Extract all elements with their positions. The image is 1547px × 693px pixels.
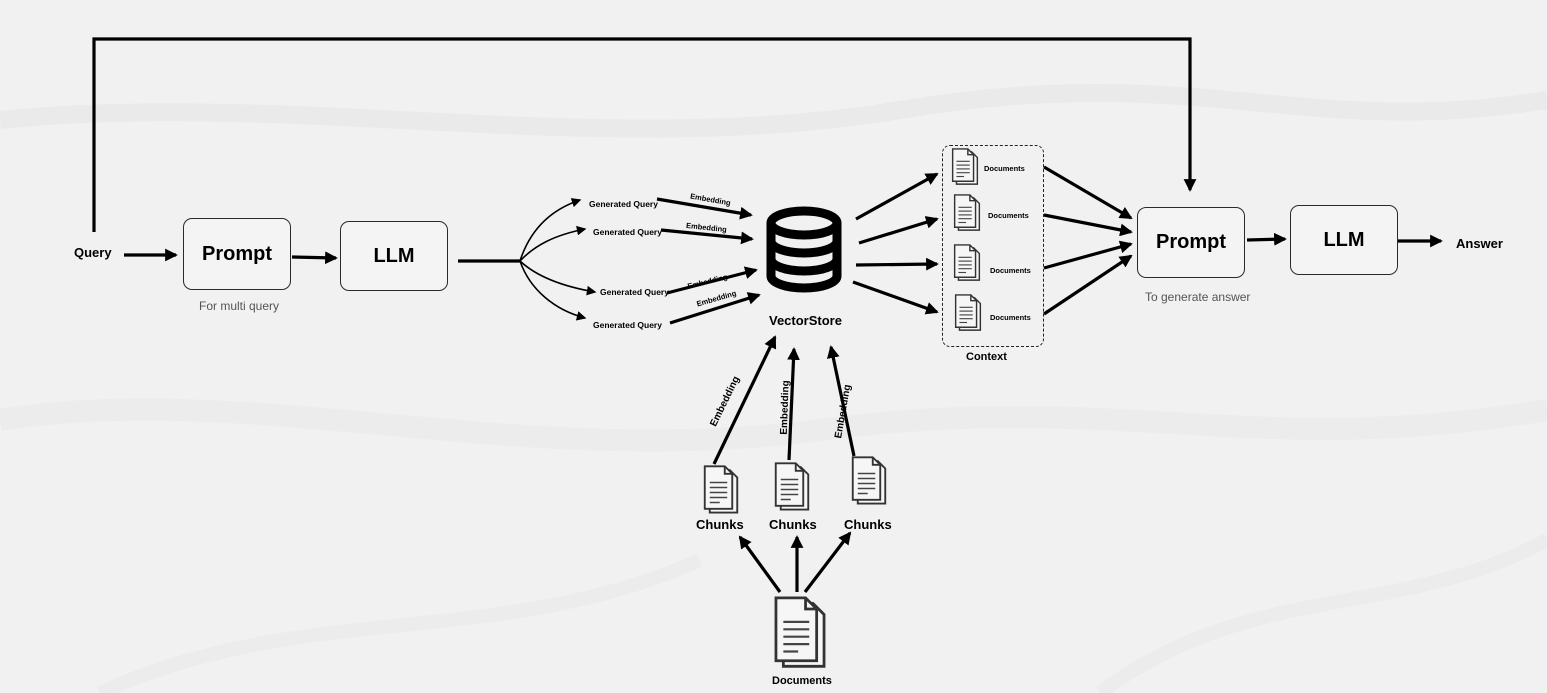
arrow-vs-doc2 xyxy=(858,216,939,245)
prompt-box-answer: Prompt xyxy=(1137,207,1245,278)
context-group xyxy=(942,145,1044,347)
generated-query-label: Generated Query xyxy=(600,287,669,297)
arrow-chunk1-vs xyxy=(712,335,777,465)
connector-arrows xyxy=(92,37,1443,593)
document-label: Documents xyxy=(990,313,1031,322)
answer-label: Answer xyxy=(1456,236,1503,251)
arrow-doc4-prompt xyxy=(1043,254,1133,316)
documents-stack-icon xyxy=(774,596,826,668)
documents-source-label: Documents xyxy=(772,675,832,687)
chunks-label: Chunks xyxy=(696,517,744,532)
fan-out-query-1 xyxy=(519,198,582,262)
arrow-embed-q2 xyxy=(660,228,754,245)
arrow-docs-chunk1 xyxy=(738,535,782,593)
generated-query-label: Generated Query xyxy=(589,199,658,209)
generated-query-label: Generated Query xyxy=(593,227,662,237)
arrow-embed-q4 xyxy=(669,292,761,325)
context-label: Context xyxy=(966,351,1007,363)
document-icon xyxy=(703,465,739,514)
fan-out-query-3 xyxy=(519,260,597,296)
arrow-vs-doc1 xyxy=(855,172,939,221)
query-label: Query xyxy=(74,245,112,260)
prompt-caption: To generate answer xyxy=(1145,290,1251,304)
generated-query-label: Generated Query xyxy=(593,320,662,330)
arrow-prompt2-llm2 xyxy=(1246,232,1287,246)
prompt-caption: For multi query xyxy=(199,299,280,313)
document-icon xyxy=(774,462,810,511)
prompt-box-title: Prompt xyxy=(1156,231,1226,253)
prompt-box-title: Prompt xyxy=(202,242,272,265)
llm-box-1: LLM xyxy=(340,221,448,291)
fan-out-query-4 xyxy=(519,260,587,321)
arrow-embed-q3 xyxy=(666,266,758,295)
arrow-doc1-prompt xyxy=(1043,165,1133,220)
chunks-label: Chunks xyxy=(769,517,817,532)
arrow-doc3-prompt xyxy=(1043,240,1133,270)
loop-arrow xyxy=(92,37,1197,232)
llm-box-title: LLM xyxy=(373,244,415,267)
arrow-vs-doc3 xyxy=(855,257,939,271)
arrow-embed-q1 xyxy=(656,197,753,220)
document-label: Documents xyxy=(988,211,1029,220)
arrow-docs-chunk3 xyxy=(803,531,852,593)
document-label: Documents xyxy=(990,266,1031,275)
llm-box-2: LLM xyxy=(1290,205,1398,275)
database-icon xyxy=(766,206,842,293)
document-label: Documents xyxy=(984,164,1025,173)
arrow-vs-doc4 xyxy=(852,280,939,315)
vectorstore-label: VectorStore xyxy=(769,313,842,328)
embedding-label: Embedding xyxy=(778,380,792,435)
arrow-chunk2-vs xyxy=(787,347,800,461)
arrow-chunk3-vs xyxy=(826,345,856,457)
chunks-label: Chunks xyxy=(844,517,892,532)
prompt-box-multi-query: Prompt xyxy=(183,218,291,290)
document-icon xyxy=(851,456,887,505)
fan-out-query-2 xyxy=(519,225,587,262)
arrow-doc2-prompt xyxy=(1043,213,1133,237)
arrow-prompt-llm xyxy=(291,251,338,265)
llm-box-title: LLM xyxy=(1323,228,1365,251)
